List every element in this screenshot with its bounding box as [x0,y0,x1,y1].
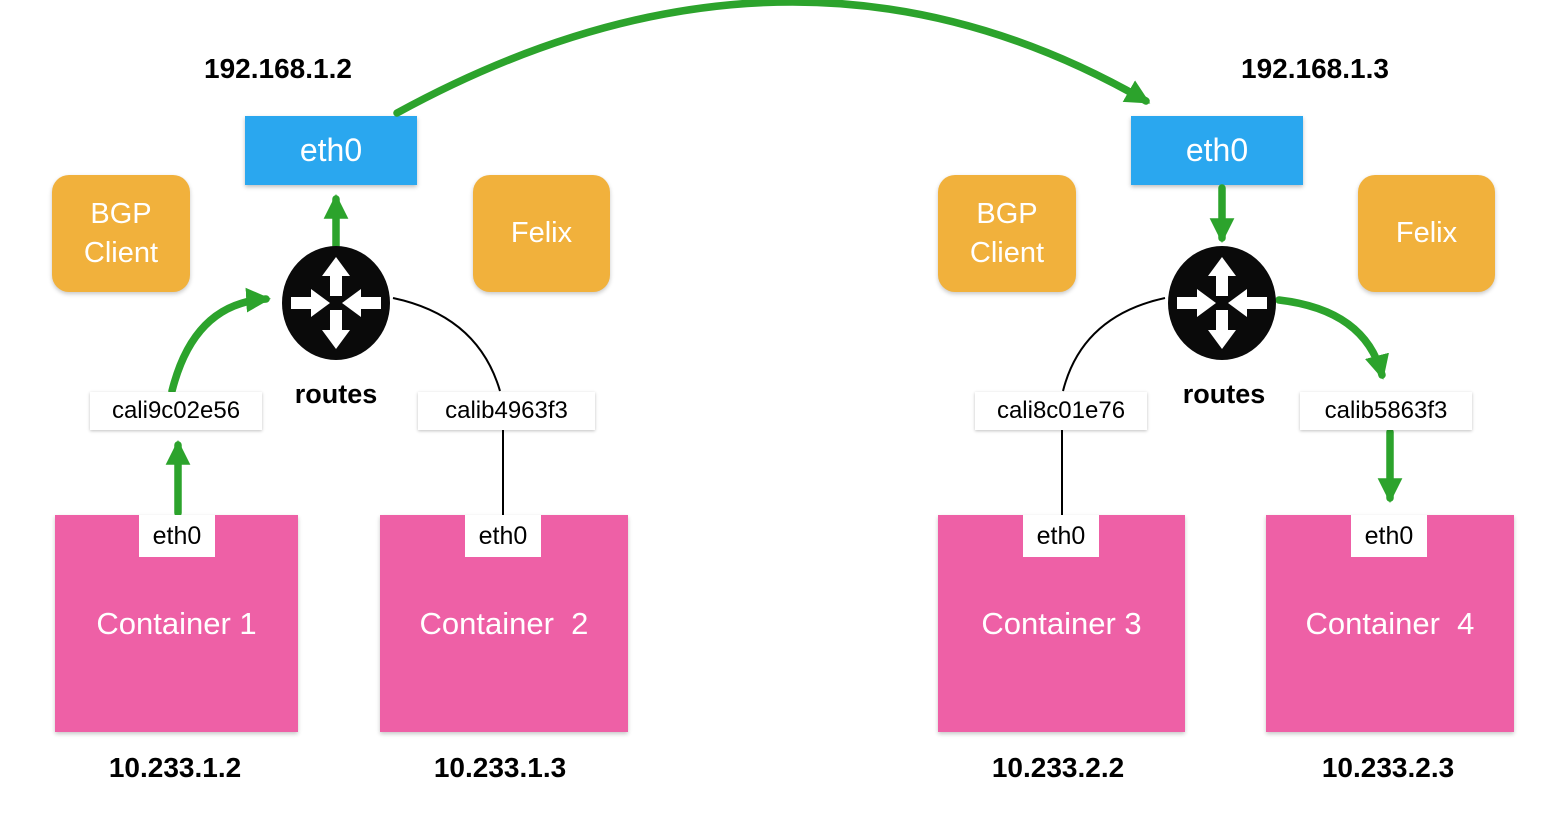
node-2-name: Node 2 [1172,750,1276,785]
node-2-eth0-label: eth0 [1185,132,1249,168]
node-2-veth-cali8c01e76: cali8c01e76 [975,392,1147,430]
node-2-bgp-client-label: BGP Client [969,198,1045,269]
node-2-host-ip: 192.168.1.3 [1241,53,1389,84]
line-router1-to-calib4963f3 [392,297,501,392]
node-2-bgp-client-box: BGP Client [938,175,1076,292]
node-1-veth-cali9c02e56: cali9c02e56 [90,392,262,430]
container-1-label: Container 1 [96,605,257,641]
container-4-ip: 10.233.2.3 [1321,752,1455,783]
container-3-label: Container 3 [981,605,1142,641]
container-3-eth0-label: eth0 [1023,515,1099,557]
node-1-veth-calib4963f3: calib4963f3 [418,392,595,430]
node-1-name: Node 1 [285,750,389,785]
node-2-router-icon [1168,246,1276,360]
arrow-cali9c02e56-to-router1 [168,287,271,395]
node-2-routes-label: routes [1182,379,1266,409]
line-router2-to-cali8c01e76 [1062,297,1166,392]
container-2-label: Container 2 [419,605,589,641]
container-1-eth0-label: eth0 [139,515,215,557]
arrow-node1-to-node2 [393,0,1151,117]
node-1-bgp-client-box: BGP Client [52,175,190,292]
container-2-ip: 10.233.1.3 [433,752,567,783]
node-2-veth-calib5863f3: calib5863f3 [1300,392,1472,430]
container-4-eth0-label: eth0 [1351,515,1427,557]
container-1-ip: 10.233.1.2 [108,752,242,783]
node-1-felix-label: Felix [510,217,573,250]
node-2-felix-label: Felix [1395,217,1458,250]
node-1-eth0-label: eth0 [299,132,363,168]
node-1-router-icon [282,246,390,360]
container-3-ip: 10.233.2.2 [991,752,1125,783]
node-1-host-ip: 192.168.1.2 [204,53,352,84]
node-1-bgp-client-label: BGP Client [83,198,159,269]
node-1-eth0-interface: eth0 [245,116,417,185]
container-2-eth0-label: eth0 [465,515,541,557]
node-2-felix-box: Felix [1358,175,1495,292]
arrow-router2-to-calib5863f3 [1275,296,1389,380]
container-4-label: Container 4 [1305,605,1475,641]
node-1-routes-label: routes [294,379,378,409]
node-1-felix-box: Felix [473,175,610,292]
node-2-eth0-interface: eth0 [1131,116,1303,185]
